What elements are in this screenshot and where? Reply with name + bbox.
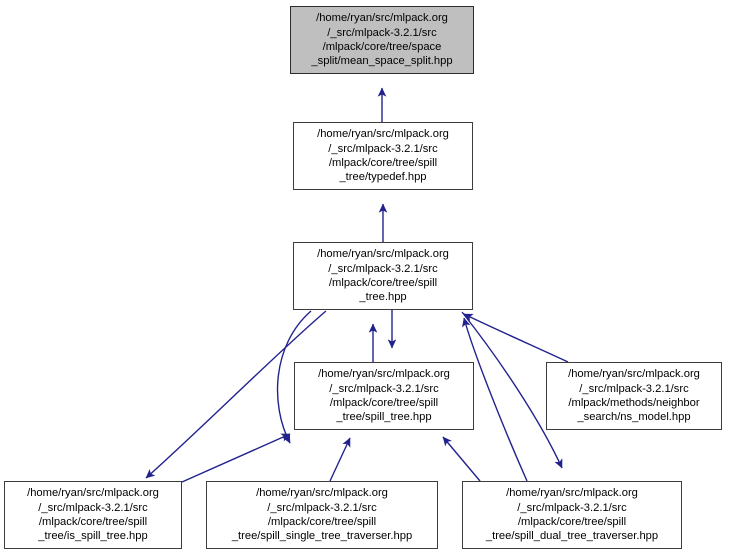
node-label-line: _tree.hpp (359, 291, 407, 304)
node-label-line: /mlpack/core/tree/spill (329, 397, 439, 409)
node-label-line: /_src/mlpack-3.2.1/src (517, 501, 627, 514)
edge-spill_single_tree_traverser-to-spill_tree_spill_tree_hpp (329, 437, 351, 482)
node-label-line: _tree/spill_single_tree_traverser.hpp (231, 530, 413, 543)
node-label-line: /_src/mlpack-3.2.1/src (579, 382, 689, 395)
node-label-line: _tree/typedef.hpp (339, 171, 427, 184)
edge-spill_tree_hpp-to-spill_single_tree_traverser (276, 310, 312, 444)
node-label-line: /mlpack/core/tree/spill (267, 516, 377, 528)
node-label-line: /home/ryan/src/mlpack.org (316, 12, 448, 25)
node-label-line: /home/ryan/src/mlpack.org (317, 248, 449, 261)
edge-is_spill_tree-to-spill_tree_spill_tree_hpp (181, 433, 291, 483)
node-mean_space_split[interactable]: /home/ryan/src/mlpack.org/_src/mlpack-3.… (290, 6, 474, 74)
node-label-line: /home/ryan/src/mlpack.org (317, 128, 449, 141)
edge-spill_dual_tree_traverser-to-spill_tree_hpp (462, 317, 528, 482)
edge-spill_tree_hpp-to-is_spill_tree (145, 310, 327, 479)
node-ns_model[interactable]: /home/ryan/src/mlpack.org/_src/mlpack-3.… (546, 362, 722, 430)
node-label-line: /mlpack/core/tree/spill (38, 516, 148, 528)
edge-ns_model-to-spill_tree_hpp (463, 313, 569, 363)
node-is_spill_tree[interactable]: /home/ryan/src/mlpack.org/_src/mlpack-3.… (4, 481, 182, 549)
node-label-line: /mlpack/core/tree/space (322, 41, 442, 53)
node-typedef[interactable]: /home/ryan/src/mlpack.org/_src/mlpack-3.… (293, 122, 473, 190)
node-label-line: /home/ryan/src/mlpack.org (256, 487, 388, 500)
node-label-line: /mlpack/core/tree/spill (328, 277, 438, 289)
node-spill_tree_hpp[interactable]: /home/ryan/src/mlpack.org/_src/mlpack-3.… (293, 242, 473, 310)
node-label-line: /_src/mlpack-3.2.1/src (328, 262, 438, 275)
node-label-line: /_src/mlpack-3.2.1/src (38, 501, 148, 514)
node-label-line: /_src/mlpack-3.2.1/src (327, 26, 437, 39)
node-label-line: /home/ryan/src/mlpack.org (318, 368, 450, 381)
node-label-line: /_src/mlpack-3.2.1/src (267, 501, 377, 514)
node-label-line: /home/ryan/src/mlpack.org (506, 487, 638, 500)
node-label-line: _tree/is_spill_tree.hpp (38, 530, 148, 543)
node-label-line: /mlpack/core/tree/spill (517, 516, 627, 528)
edge-spill_dual_tree_traverser-to-spill_tree_spill_tree_hpp (442, 436, 481, 482)
node-label-line: /_src/mlpack-3.2.1/src (328, 142, 438, 155)
node-label-line: _tree/spill_tree.hpp (336, 411, 432, 424)
node-spill_tree_spill_tree_hpp[interactable]: /home/ryan/src/mlpack.org/_src/mlpack-3.… (294, 362, 474, 430)
node-label-line: /home/ryan/src/mlpack.org (27, 487, 159, 500)
edge-spill_tree_hpp-to-spill_dual_tree_traverser (461, 311, 563, 469)
node-label-line: /mlpack/methods/neighbor (568, 397, 700, 409)
node-label-line: /home/ryan/src/mlpack.org (568, 368, 700, 381)
node-label-line: _split/mean_space_split.hpp (311, 55, 453, 68)
node-spill_single_tree_traverser[interactable]: /home/ryan/src/mlpack.org/_src/mlpack-3.… (206, 481, 438, 549)
node-label-line: _search/ns_model.hpp (577, 411, 691, 424)
node-label-line: _tree/spill_dual_tree_traverser.hpp (485, 530, 659, 543)
node-spill_dual_tree_traverser[interactable]: /home/ryan/src/mlpack.org/_src/mlpack-3.… (462, 481, 682, 549)
node-label-line: /_src/mlpack-3.2.1/src (329, 382, 439, 395)
node-label-line: /mlpack/core/tree/spill (328, 157, 438, 169)
